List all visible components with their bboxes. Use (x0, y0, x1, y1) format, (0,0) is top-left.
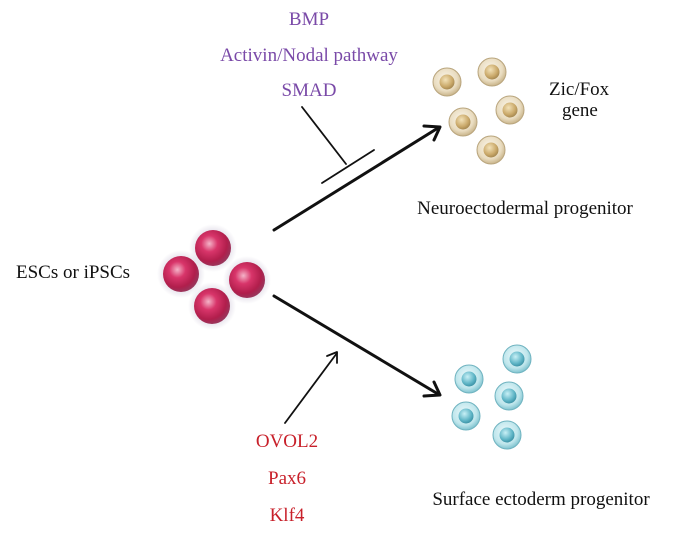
neuro-cell (432, 67, 462, 97)
neuro-cell (476, 135, 506, 165)
promoter-label: Pax6 (268, 468, 306, 489)
surface-cell (454, 364, 484, 394)
surface-cell (492, 420, 522, 450)
arrows (272, 124, 442, 398)
surface-cell (494, 381, 524, 411)
inhibitor-list: BMP Activin/Nodal pathway SMAD (220, 9, 398, 101)
gene-label-line2: gene (562, 100, 598, 121)
inhibitor-label: SMAD (282, 80, 337, 101)
inhibition-marker (301, 106, 375, 184)
promoter-label: OVOL2 (256, 431, 318, 452)
esc-cell (163, 256, 199, 292)
inhibition-bar (321, 149, 375, 184)
promoter-list: OVOL2 Pax6 Klf4 (256, 431, 318, 526)
inhibitor-label: BMP (289, 9, 329, 30)
inhibitor-label: Activin/Nodal pathway (220, 45, 398, 66)
neuro-cell (495, 95, 525, 125)
surface-cell-cluster (451, 344, 532, 450)
source-cells-label: ESCs or iPSCs (16, 262, 130, 283)
surface-cell (502, 344, 532, 374)
neuro-cell-cluster (432, 57, 525, 165)
esc-cell-cluster (157, 224, 271, 330)
gene-label-line1: Zic/Fox (549, 79, 610, 100)
esc-cell (195, 230, 231, 266)
neuro-differentiation-arrow (272, 124, 442, 232)
neuro-cell (477, 57, 507, 87)
esc-cell (194, 288, 230, 324)
surface-progenitor-label: Surface ectoderm progenitor (432, 489, 650, 510)
inhibition-line (301, 106, 347, 165)
surface-cell (451, 401, 481, 431)
neuro-cell (448, 107, 478, 137)
promoter-label: Klf4 (270, 505, 305, 526)
neuro-progenitor-label: Neuroectodermal progenitor (417, 198, 633, 219)
promotion-arrow (284, 351, 338, 424)
esc-cell (229, 262, 265, 298)
surface-differentiation-arrow (272, 294, 442, 398)
